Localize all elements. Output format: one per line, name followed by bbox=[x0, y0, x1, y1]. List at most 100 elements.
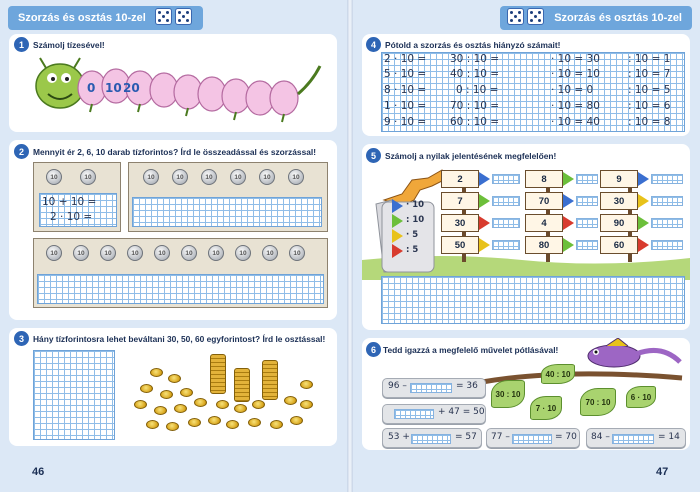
ex4-c2-r1: 40 : 10 = bbox=[450, 68, 500, 80]
answer-box[interactable] bbox=[512, 434, 552, 444]
direction-arrow bbox=[563, 172, 574, 186]
direction-arrow bbox=[638, 216, 649, 230]
stone-right-text: + 47 = 50 bbox=[438, 407, 485, 417]
sign-value: 4 bbox=[525, 214, 563, 232]
ex4-c4-r1: : 10 = 7 bbox=[628, 68, 671, 80]
coin-icon: 10 bbox=[154, 245, 170, 261]
legend-times-5: · 5 bbox=[406, 230, 419, 240]
ex4-c3-r3: · 10 = 80 bbox=[551, 100, 600, 112]
gold-coin-icon bbox=[168, 374, 181, 383]
gold-coin-icon bbox=[146, 420, 159, 429]
caterpillar-number-1: 10 bbox=[105, 81, 122, 95]
gold-coin-icon bbox=[226, 420, 239, 429]
leaf-expression: 7 · 10 bbox=[530, 396, 562, 420]
answer-box[interactable] bbox=[576, 218, 598, 228]
gold-coin-icon bbox=[194, 398, 207, 407]
book-spine bbox=[347, 0, 353, 492]
answer-box[interactable] bbox=[576, 174, 598, 184]
dice-icon-group-left bbox=[155, 8, 192, 25]
exercise-4-number: 4 bbox=[366, 37, 381, 52]
dice-five-icon bbox=[527, 8, 544, 25]
answer-box[interactable] bbox=[492, 218, 520, 228]
gold-coin-stack bbox=[262, 360, 278, 400]
gold-coin-icon bbox=[252, 400, 265, 409]
gold-coin-icon bbox=[180, 388, 193, 397]
ex4-c2-r3: 70 : 10 = bbox=[450, 100, 500, 112]
gold-coin-icon bbox=[300, 380, 313, 389]
ex4-c3-r1: · 10 = 10 bbox=[551, 68, 600, 80]
gold-coin-icon bbox=[284, 396, 297, 405]
answer-box[interactable] bbox=[492, 240, 520, 250]
ex4-c4-r3: : 10 = 6 bbox=[628, 100, 671, 112]
answer-box[interactable] bbox=[410, 383, 452, 393]
coin-icon: 10 bbox=[235, 245, 251, 261]
answer-box[interactable] bbox=[492, 174, 520, 184]
exercise-4-instruction: Pótold a szorzás és osztás hiányzó száma… bbox=[385, 40, 561, 50]
coin-icon: 10 bbox=[230, 169, 246, 185]
direction-arrow bbox=[479, 238, 490, 252]
coin-icon: 10 bbox=[46, 169, 62, 185]
answer-box[interactable] bbox=[576, 196, 598, 206]
direction-arrow bbox=[638, 194, 649, 208]
answer-box[interactable] bbox=[394, 409, 434, 419]
leaf-expression: 6 · 10 bbox=[626, 386, 656, 408]
exercise-4-grid[interactable] bbox=[381, 52, 685, 132]
ex4-c4-r4: : 10 = 8 bbox=[628, 116, 671, 128]
answer-box[interactable] bbox=[612, 434, 654, 444]
gold-coin-stack bbox=[234, 368, 250, 402]
direction-arrow bbox=[563, 216, 574, 230]
answer-grid-six-coins[interactable] bbox=[132, 197, 322, 227]
exercise-5-answer-grid[interactable] bbox=[381, 276, 685, 324]
exercise-3-instruction: Hány tízforintosra lehet beváltani 30, 5… bbox=[33, 334, 326, 344]
coin-icon: 10 bbox=[262, 245, 278, 261]
multiplication-expression: 2 · 10 = bbox=[50, 211, 93, 223]
left-page-number: 46 bbox=[32, 466, 45, 478]
coin-icon: 10 bbox=[172, 169, 188, 185]
sign-value: 30 bbox=[600, 192, 638, 210]
exercise-6-number: 6 bbox=[366, 342, 381, 357]
stone-left-text: 96 – bbox=[388, 381, 407, 391]
gold-coin-icon bbox=[270, 420, 283, 429]
answer-box[interactable] bbox=[411, 434, 451, 444]
legend-arrow-blue bbox=[392, 199, 403, 213]
left-header-title: Szorzás és osztás 10-zel bbox=[18, 12, 146, 24]
gold-coin-icon bbox=[290, 416, 303, 425]
addition-expression: 10 + 10 = bbox=[42, 196, 97, 208]
coin-icon: 10 bbox=[100, 245, 116, 261]
dice-five-icon bbox=[175, 8, 192, 25]
answer-grid-two-coins[interactable] bbox=[39, 193, 117, 227]
gold-coin-icon bbox=[150, 368, 163, 377]
coin-icon: 10 bbox=[259, 169, 275, 185]
sign-value: 70 bbox=[525, 192, 563, 210]
exercise-2-instruction: Mennyit ér 2, 6, 10 darab tízforintos? Í… bbox=[33, 147, 316, 157]
coin-icon: 10 bbox=[46, 245, 62, 261]
answer-grid-exchange[interactable] bbox=[33, 350, 115, 440]
direction-arrow bbox=[479, 194, 490, 208]
gold-coin-icon bbox=[154, 406, 167, 415]
legend-times-10: · 10 bbox=[406, 200, 425, 210]
gold-coin-icon bbox=[174, 404, 187, 413]
answer-box[interactable] bbox=[492, 196, 520, 206]
answer-grid-ten-coins[interactable] bbox=[37, 274, 324, 304]
sign-value: 8 bbox=[525, 170, 563, 188]
stone-right-text: = 70 bbox=[555, 432, 577, 442]
caterpillar-number-2: 20 bbox=[123, 81, 140, 95]
answer-box[interactable] bbox=[576, 240, 598, 250]
legend-arrow-green bbox=[392, 214, 403, 228]
exercise-5-number: 5 bbox=[366, 148, 381, 163]
answer-box[interactable] bbox=[651, 174, 683, 184]
gold-coin-icon bbox=[248, 418, 261, 427]
exercise-1-instruction: Számolj tízesével! bbox=[33, 40, 105, 50]
answer-box[interactable] bbox=[651, 196, 683, 206]
leaf-expression: 40 : 10 bbox=[541, 364, 575, 384]
stone-left-text: 77 – bbox=[491, 432, 510, 442]
answer-box[interactable] bbox=[651, 240, 683, 250]
gold-coin-icon bbox=[234, 404, 247, 413]
gold-coin-icon bbox=[208, 416, 221, 425]
coin-icon: 10 bbox=[127, 245, 143, 261]
caterpillar-illustration bbox=[35, 57, 322, 123]
sign-value: 50 bbox=[441, 236, 479, 254]
ex4-c2-r2: 0 : 10 = bbox=[456, 84, 499, 96]
answer-box[interactable] bbox=[651, 218, 683, 228]
stone-left-text: 84 – bbox=[591, 432, 610, 442]
